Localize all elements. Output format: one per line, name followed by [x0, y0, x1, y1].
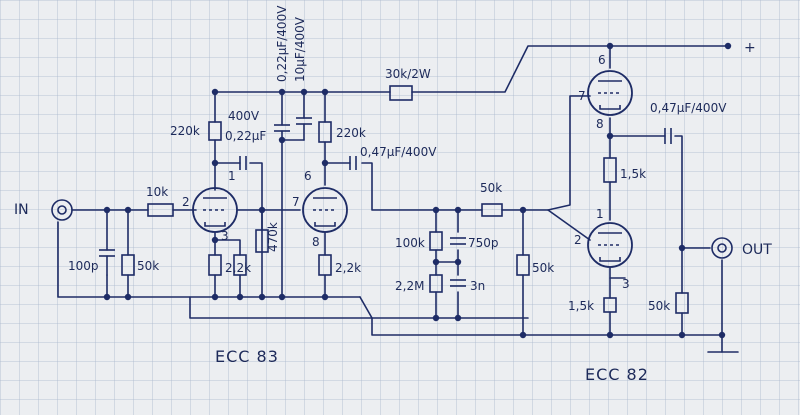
label-tube1: ECC 83: [215, 347, 279, 366]
label-r-cathode2: 2,2k: [335, 261, 361, 275]
pin-t2-g: 2: [574, 233, 582, 247]
pin-t1-g: 2: [182, 195, 190, 209]
capacitor-tone2: [450, 279, 466, 287]
resistor-plate1: [208, 121, 222, 141]
tube-ecc82-b: [587, 222, 633, 268]
resistor-470k: [255, 229, 269, 253]
label-c-out: 0,47µF/400V: [650, 101, 727, 115]
resistor-supply: [389, 85, 413, 101]
capacitor-couple2: [349, 156, 357, 170]
resistor-grid-out: [516, 254, 530, 276]
resistor-cathode2: [318, 254, 332, 276]
capacitor-output: [664, 128, 672, 144]
output-jack: [711, 237, 733, 259]
pin-t2-g-top: 7: [578, 89, 586, 103]
label-c-input: 100p: [68, 259, 99, 273]
resistor-cathode-out: [603, 297, 617, 313]
pin-t1b-g: 7: [292, 195, 300, 209]
label-r-tone2: 2,2M: [395, 279, 424, 293]
label-c-couple2: 0,47µF/400V: [360, 145, 437, 159]
label-r-grid-out: 50k: [532, 261, 554, 275]
label-r-470k: 470k: [266, 222, 280, 252]
resistor-cathode1b: [233, 254, 247, 276]
label-r-plate-out: 1,5k: [620, 167, 646, 181]
label-c-filter-a: 0,22µF/400V: [275, 5, 289, 82]
wires: [57, 45, 739, 353]
capacitor-filter-b: [296, 117, 312, 141]
capacitor-tone1: [450, 237, 466, 245]
label-r-tone1: 100k: [395, 236, 425, 250]
label-r-plate1: 220k: [170, 124, 200, 138]
tube-ecc83-a: [192, 187, 238, 233]
label-r-mid: 50k: [480, 181, 502, 195]
tube-ecc82-a: [587, 70, 633, 116]
pin-t1-k: 3: [221, 229, 229, 243]
output-jack-pin: [717, 243, 727, 253]
label-r-cathode1: 2,2k: [225, 261, 251, 275]
label-r-input: 10k: [146, 185, 168, 199]
resistor-plate2: [318, 121, 332, 143]
input-jack-pin: [57, 205, 67, 215]
labels: IN OUT + ECC 83 ECC 82 10k 100p 50k 220k…: [14, 5, 772, 384]
resistor-input: [147, 203, 174, 217]
pin-t1-a: 1: [228, 169, 236, 183]
label-c-decouple-note: 400V: [228, 109, 260, 123]
pin-t2-k-top: 8: [596, 117, 604, 131]
label-plus: +: [744, 40, 756, 56]
label-c-decouple: 0,22µF: [225, 129, 266, 143]
label-tube2: ECC 82: [585, 365, 649, 384]
pin-t1b-a: 6: [304, 169, 312, 183]
resistor-out-load: [675, 292, 689, 314]
label-r-plate2: 220k: [336, 126, 366, 140]
label-input: IN: [14, 202, 29, 218]
capacitor-couple1: [239, 156, 247, 170]
pin-t2-a: 1: [596, 207, 604, 221]
label-c-tone2: 3n: [470, 279, 485, 293]
resistor-plate-out: [603, 157, 617, 183]
resistor-input-gnd: [121, 254, 135, 276]
components: [51, 70, 733, 314]
label-r-input-gnd: 50k: [137, 259, 159, 273]
resistor-tone2: [429, 274, 443, 293]
label-c-tone1: 750p: [468, 236, 499, 250]
label-r-out-load: 50k: [648, 299, 670, 313]
tube-ecc83-b: [302, 187, 348, 233]
junctions: [103, 42, 732, 339]
label-c-filter-b: 10µF/400V: [293, 16, 307, 82]
pin-t1b-k: 8: [312, 235, 320, 249]
resistor-cathode1: [208, 254, 222, 276]
label-r-cathode-out: 1,5k: [568, 299, 594, 313]
pin-t2-k: 3: [622, 277, 630, 291]
capacitor-input: [99, 249, 115, 276]
resistor-tone1: [429, 231, 443, 251]
pin-t2-top: 6: [598, 53, 606, 67]
label-output: OUT: [742, 242, 772, 258]
label-r-supply: 30k/2W: [385, 67, 431, 81]
resistor-mid: [481, 203, 503, 217]
input-jack: [51, 199, 73, 221]
